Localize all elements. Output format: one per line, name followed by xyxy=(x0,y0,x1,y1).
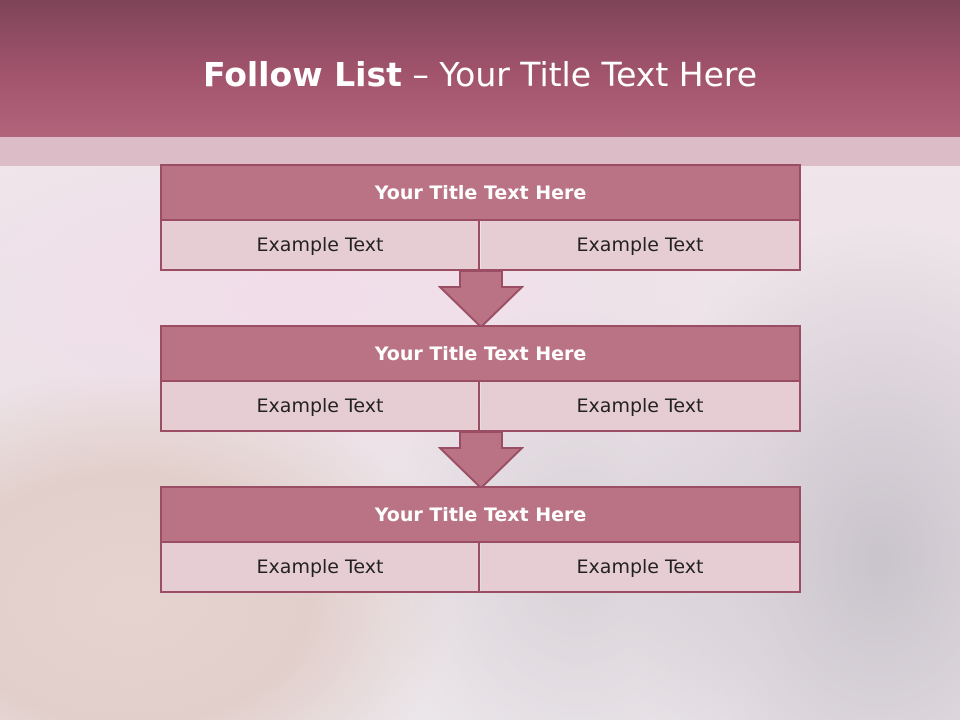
step-1-right-text: Example Text xyxy=(481,221,799,269)
step-title-2: Your Title Text Here xyxy=(162,327,799,382)
step-2-right-text: Example Text xyxy=(481,382,799,430)
step-box-2: Your Title Text Here Example Text Exampl… xyxy=(160,325,801,432)
step-3-right-text: Example Text xyxy=(481,543,799,591)
step-box-3: Your Title Text Here Example Text Exampl… xyxy=(160,486,801,593)
step-1-left-text: Example Text xyxy=(162,221,480,269)
header-bar xyxy=(0,0,960,137)
slide-title-bold: Follow List xyxy=(202,55,402,94)
step-box-1: Your Title Text Here Example Text Exampl… xyxy=(160,164,801,271)
step-2-left-text: Example Text xyxy=(162,382,480,430)
step-3-left-text: Example Text xyxy=(162,543,480,591)
step-title-1: Your Title Text Here xyxy=(162,166,799,221)
slide-title: Follow List – Your Title Text Here xyxy=(0,55,960,94)
down-arrow-icon-2 xyxy=(438,431,524,490)
step-title-3: Your Title Text Here xyxy=(162,488,799,543)
slide-title-rest: – Your Title Text Here xyxy=(401,55,758,94)
header-band xyxy=(0,137,960,166)
down-arrow-icon-1 xyxy=(438,270,524,329)
